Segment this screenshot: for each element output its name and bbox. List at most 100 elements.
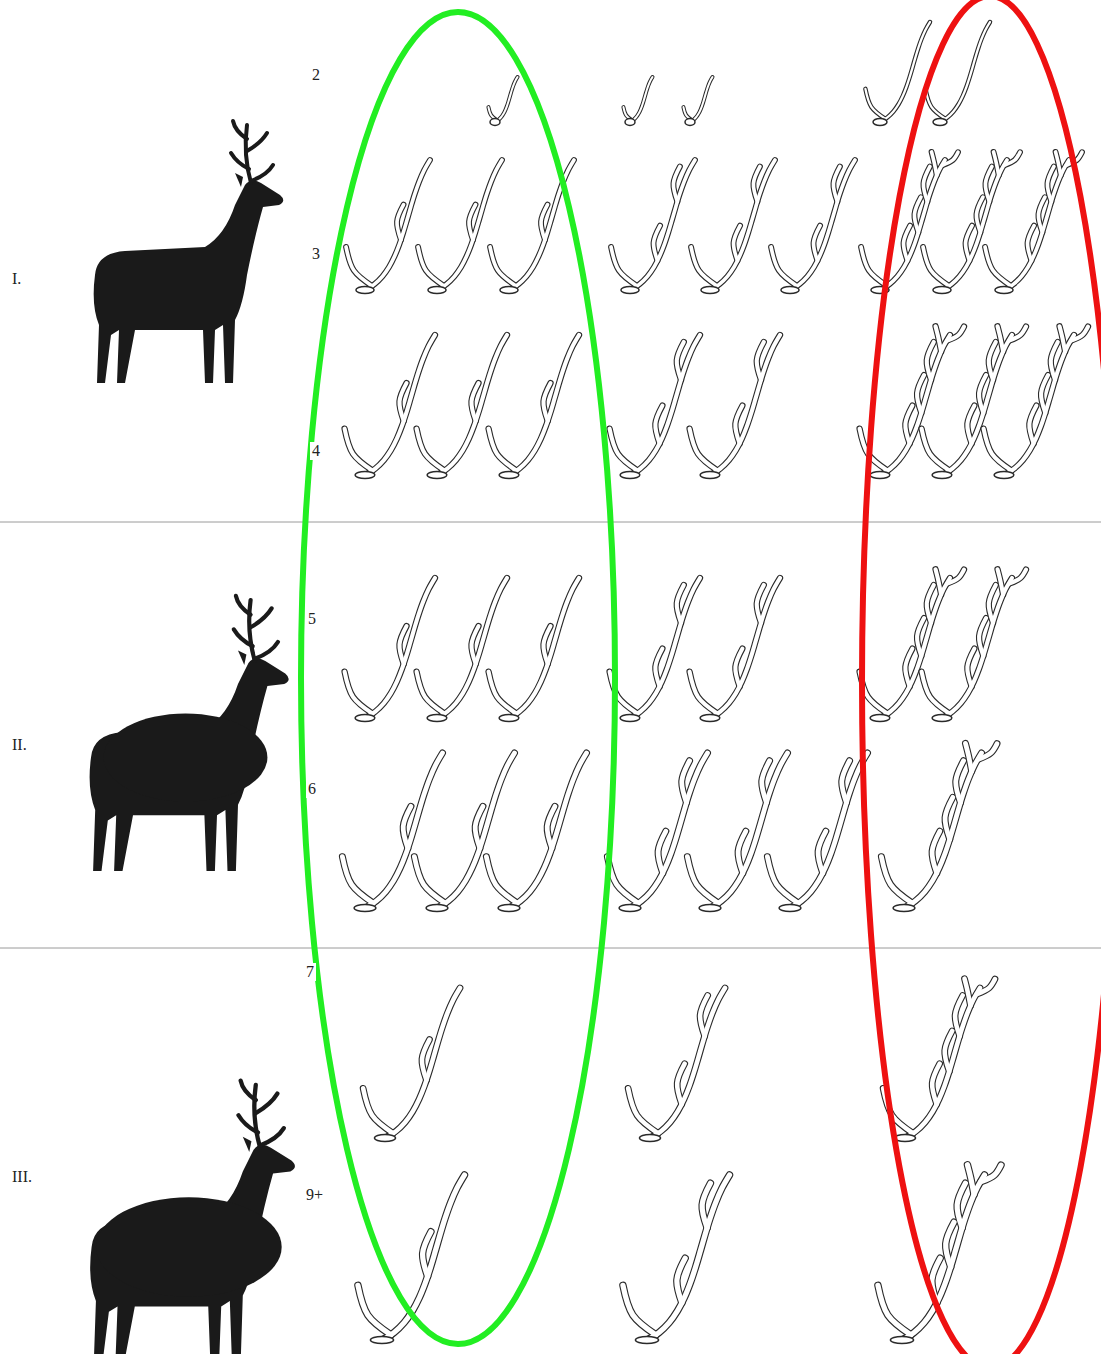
deer-antler <box>246 125 251 183</box>
deer-silhouette <box>90 596 289 871</box>
antler-burr <box>994 472 1014 479</box>
antler-fill <box>418 247 444 286</box>
antler-outline <box>925 89 945 119</box>
antler-fill <box>790 753 868 908</box>
antler-outline <box>985 247 1011 286</box>
antler-outline <box>771 247 797 286</box>
antler-fill <box>509 578 579 718</box>
antler-fill <box>345 672 373 714</box>
antler-fill <box>878 1285 911 1335</box>
antler-fill <box>767 857 798 904</box>
antler-outline <box>437 160 502 290</box>
antler-fill <box>399 383 406 421</box>
antler-fill <box>358 1285 391 1335</box>
deer-antler <box>260 1128 284 1145</box>
antler-outline <box>923 247 949 286</box>
antler-outline <box>358 1285 391 1335</box>
antler-fill <box>735 406 742 444</box>
antler-burr <box>620 472 640 479</box>
deer-antler <box>251 608 272 627</box>
antler-fill <box>690 429 718 471</box>
antler-burr <box>700 472 720 479</box>
antler-fill <box>998 569 1004 594</box>
antler-outline <box>489 672 517 714</box>
antler-fill <box>346 247 372 286</box>
antler <box>346 160 430 294</box>
antler-burr <box>870 472 890 479</box>
antler-fill <box>966 226 973 261</box>
antler-burr <box>890 1337 913 1344</box>
antler-outline <box>790 753 868 908</box>
age-number: 2 <box>310 66 322 84</box>
antler-fill <box>914 197 921 232</box>
antler-fill <box>905 988 980 1138</box>
antler-outline <box>1004 335 1074 475</box>
antler-outline <box>878 1285 911 1335</box>
antler <box>345 335 435 479</box>
antler-fill <box>702 1183 710 1228</box>
antler-fill <box>955 995 963 1035</box>
separator-line <box>0 948 1101 949</box>
antler <box>861 152 958 294</box>
antler-fill <box>422 1040 430 1081</box>
antler-fill <box>880 335 950 475</box>
deer-antler <box>231 153 249 169</box>
antler <box>690 578 780 722</box>
antler-outline <box>790 160 855 290</box>
antler-burr <box>893 905 915 912</box>
antler-fill <box>833 166 840 201</box>
antler-outline <box>509 753 587 908</box>
antler-fill <box>690 77 713 122</box>
antler <box>488 77 517 126</box>
antler-outline <box>623 1285 656 1335</box>
antler-outline <box>607 857 638 904</box>
deer-silhouette <box>90 1081 295 1354</box>
antler-fill <box>385 988 460 1138</box>
antler-outline <box>905 988 980 1138</box>
antler-fill <box>677 585 684 623</box>
antler-outline <box>687 857 718 904</box>
antler-burr <box>500 287 518 294</box>
antler-fill <box>957 1183 965 1228</box>
antler <box>418 160 502 294</box>
antler-fill <box>989 342 996 380</box>
antler-fill <box>710 335 780 475</box>
antler-fill <box>1060 326 1066 351</box>
antler-burr <box>428 287 446 294</box>
antler-fill <box>880 578 950 718</box>
antler-outline <box>630 578 700 718</box>
antler <box>683 77 712 126</box>
antler-fill <box>399 626 406 664</box>
antler-burr <box>355 715 375 722</box>
antler-outline <box>630 160 695 290</box>
antler-fill <box>490 247 516 286</box>
antler-burr <box>620 715 640 722</box>
antler-fill <box>414 857 445 904</box>
deer-ear <box>238 650 246 665</box>
antler-fill <box>945 797 953 839</box>
antler-fill <box>984 429 1012 471</box>
antler-fill <box>630 77 653 122</box>
antler-fill <box>1056 152 1061 175</box>
antler-fill <box>917 618 924 656</box>
antler-fill <box>922 672 950 714</box>
antler-outline <box>1056 152 1061 175</box>
antler-fill <box>942 152 958 165</box>
antler-fill <box>932 831 940 873</box>
antler-outline <box>365 160 430 290</box>
antler-fill <box>630 335 700 475</box>
antler-burr <box>933 287 951 294</box>
antler-burr <box>427 472 447 479</box>
antler-fill <box>790 160 855 290</box>
antler-fill <box>942 335 1012 475</box>
antler-fill <box>861 247 887 286</box>
deer-antler <box>233 121 247 139</box>
antler-fill <box>1038 197 1045 232</box>
antler-fill <box>881 857 912 904</box>
antler-fill <box>842 761 850 803</box>
antler-fill <box>363 1088 393 1133</box>
antler-fill <box>979 618 986 656</box>
antler-fill <box>623 1285 656 1335</box>
antler-outline <box>417 429 445 471</box>
antler-fill <box>647 1175 730 1340</box>
